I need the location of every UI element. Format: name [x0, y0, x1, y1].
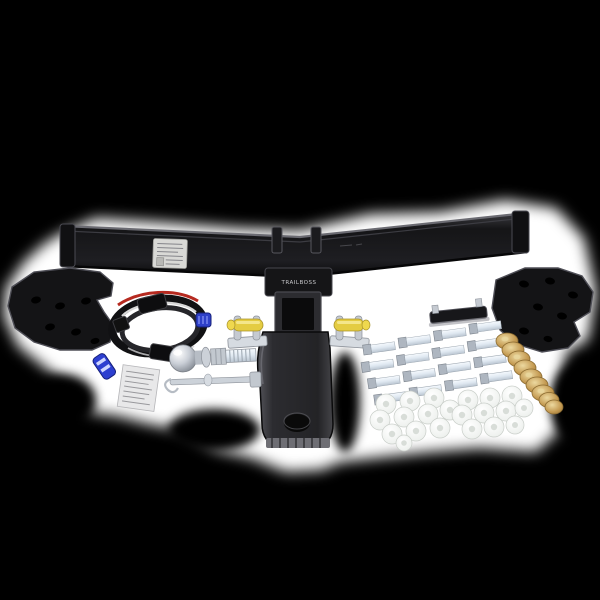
yellow-bushing	[333, 318, 365, 332]
bracket-holes	[519, 277, 578, 343]
harness-connector	[112, 316, 130, 333]
stamped-marks	[339, 243, 363, 247]
receiver-drop-leg	[256, 331, 334, 448]
brand-label: TRAILBOSS	[281, 280, 317, 286]
hitch-pin	[164, 371, 262, 394]
frame-bracket	[428, 298, 490, 327]
red-wire	[117, 290, 199, 307]
yellow-bushing	[232, 318, 264, 332]
receiver-collar: TRAILBOSS	[264, 267, 333, 337]
bolt-set	[360, 320, 513, 406]
bracket-holes	[31, 296, 100, 345]
safety-chain-tabs	[271, 226, 322, 254]
u-bolt-clamp-left	[226, 315, 268, 349]
instruction-card	[116, 364, 161, 412]
harness-connector	[136, 292, 168, 315]
left-mounting-bracket	[7, 267, 115, 351]
spec-label	[152, 238, 188, 269]
main-crossbar	[59, 210, 530, 279]
washer-set-left	[369, 387, 461, 452]
washer-set-right	[451, 385, 534, 440]
left-end-cap	[59, 223, 76, 268]
right-mounting-bracket	[491, 267, 594, 353]
fuse-holder	[92, 353, 117, 380]
ball-flange	[201, 346, 211, 368]
pin-clip	[164, 377, 179, 394]
u-bolt-clamp-right	[329, 315, 371, 349]
hitch-ball	[169, 344, 257, 373]
backdrop-shadow-gaps	[28, 352, 600, 452]
ball-nut	[210, 347, 227, 366]
right-end-cap	[511, 210, 530, 254]
conical-washer-stack	[495, 332, 564, 415]
wiring-harness	[108, 290, 212, 362]
leg-base-rib	[266, 438, 330, 448]
